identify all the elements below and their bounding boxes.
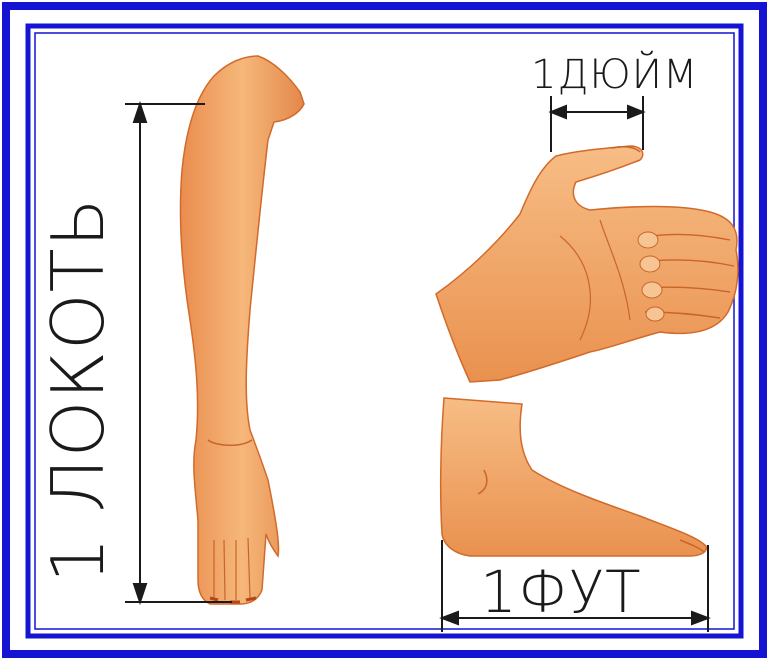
inch-dimension bbox=[551, 96, 643, 152]
foot-label: 1ФУТ bbox=[480, 558, 642, 626]
cubit-label: 1 ЛОКОТЬ bbox=[36, 197, 120, 583]
hand-illustration bbox=[436, 146, 738, 382]
inch-label: 1ДЮЙМ bbox=[531, 52, 698, 98]
arm-illustration bbox=[180, 56, 304, 604]
foot-illustration bbox=[441, 398, 707, 556]
